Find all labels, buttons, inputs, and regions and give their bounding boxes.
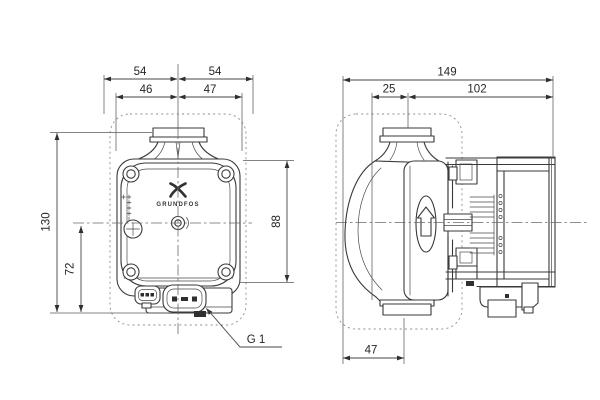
corner-screw: [122, 263, 140, 281]
front-extension-lines: [50, 64, 294, 314]
power-connector-side: [479, 282, 539, 318]
control-button-icon: [123, 219, 143, 239]
dim-front-top-left-54: 54: [104, 66, 178, 82]
dim-label: 54: [209, 66, 222, 78]
flow-direction-arrow-icon: [416, 206, 436, 237]
dim-label: 25: [383, 84, 396, 96]
dim-front-body-height-88: 88: [271, 161, 290, 282]
dim-front-flange-right-47: 47: [178, 84, 242, 100]
port-flange-top-front: [135, 127, 222, 161]
dim-front-lower-height-72: 72: [65, 226, 84, 312]
corner-screws: [122, 165, 235, 281]
dim-label: 46: [140, 84, 153, 96]
corner-screw: [217, 165, 235, 183]
port-flange-top-side: [374, 127, 440, 162]
dim-label: 54: [134, 66, 147, 78]
thread-size-callout: G 1: [206, 308, 282, 348]
dim-side-head-depth-25: 25: [372, 84, 408, 100]
dim-side-port-offset-47: 47: [343, 345, 404, 361]
clamp-ring-bolts: [443, 159, 478, 297]
side-extension-lines: [342, 76, 554, 364]
dim-front-top-right-54: 54: [178, 66, 253, 82]
dim-side-total-length-149: 149: [343, 67, 553, 83]
stator-housing-side: [445, 156, 556, 288]
dim-label: 130: [41, 212, 53, 231]
side-view: 149 25 102 47: [335, 67, 588, 364]
dim-label: 47: [204, 84, 217, 96]
dim-front-total-height-130: 130: [41, 133, 60, 312]
dim-label: 88: [271, 215, 283, 228]
terminal-detail-dots: [498, 194, 503, 254]
pump-head-side: [403, 160, 449, 301]
thread-size-label: G 1: [247, 334, 266, 346]
corner-screw: [217, 263, 235, 281]
led-indicator-column: [121, 194, 132, 223]
dim-label: 72: [65, 263, 77, 276]
port-flange-bottom-side: [379, 299, 435, 316]
corner-screw: [122, 165, 140, 183]
front-view: GRUNDFOS: [41, 64, 294, 348]
signal-connector-front: [134, 285, 161, 309]
dim-side-motor-length-102: 102: [408, 84, 553, 100]
dim-label: 47: [365, 345, 378, 357]
dim-label: 102: [467, 84, 486, 96]
dim-front-flange-left-46: 46: [116, 84, 178, 100]
dim-label: 149: [437, 67, 456, 79]
power-connector-front: [162, 284, 207, 317]
brand-label: GRUNDFOS: [156, 202, 199, 208]
cooling-fins: [469, 194, 495, 256]
